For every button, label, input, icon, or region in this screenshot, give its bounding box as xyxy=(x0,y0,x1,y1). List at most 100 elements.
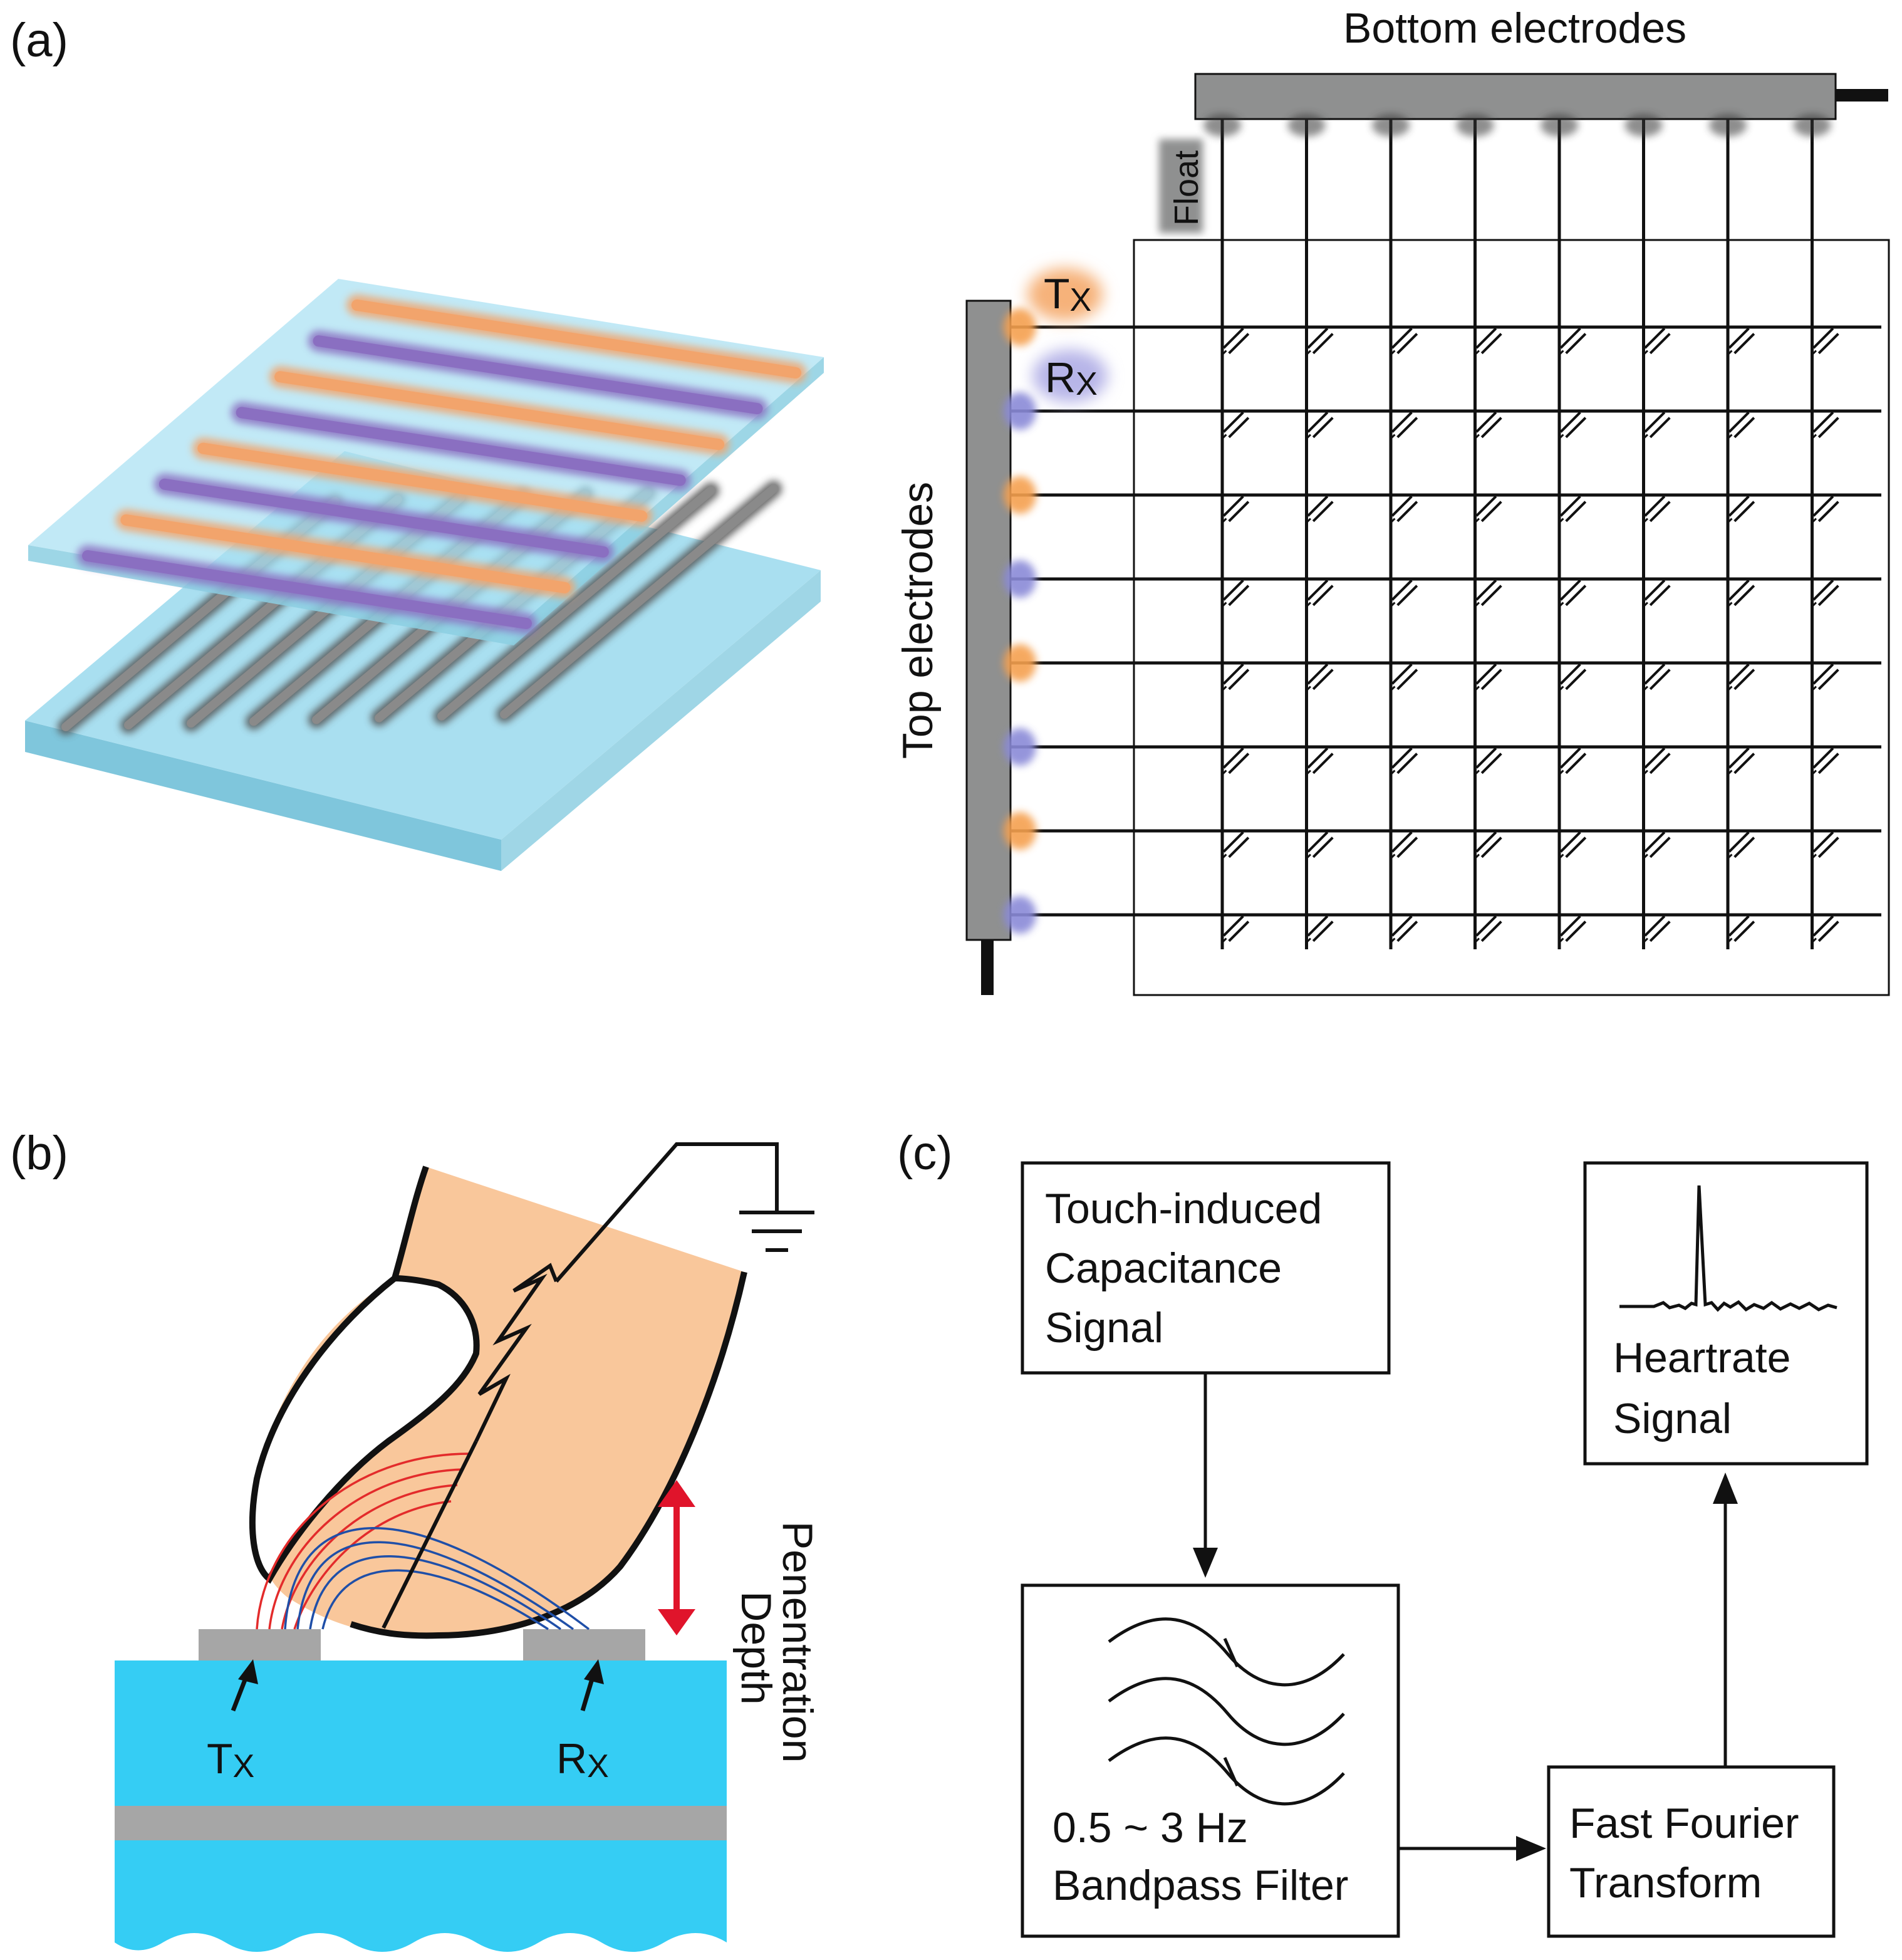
fingernail xyxy=(249,1275,480,1584)
svg-text:Float: Float xyxy=(1168,150,1205,226)
coupling-capacitor xyxy=(1727,327,1755,355)
coupling-capacitor xyxy=(1727,747,1755,775)
tx-label-b: TX xyxy=(207,1735,254,1785)
penetration-depth-arrow xyxy=(658,1480,695,1635)
coupling-capacitor xyxy=(1222,831,1250,859)
svg-text:RX: RX xyxy=(1045,354,1098,402)
coupling-capacitor xyxy=(1390,411,1418,439)
substrate xyxy=(115,1629,727,1952)
bottom-electrode-bus xyxy=(1194,73,1837,120)
panel-b-label: (b) xyxy=(10,1127,68,1180)
panel-c-label: (c) xyxy=(897,1127,953,1180)
coupling-capacitor xyxy=(1812,747,1839,775)
coupling-capacitor xyxy=(1475,663,1502,691)
tx-electrode-contact xyxy=(1004,644,1036,682)
coupling-capacitor xyxy=(1306,495,1334,523)
coupling-capacitor xyxy=(1727,495,1755,523)
svg-text:Fast Fourier: Fast Fourier xyxy=(1569,1800,1799,1847)
float-label: Float xyxy=(1159,139,1205,233)
coupling-capacitor xyxy=(1475,495,1502,523)
box-touch-signal: Touch-induced Capacitance Signal xyxy=(1021,1161,1391,1375)
tx-electrode-contact xyxy=(1004,476,1036,514)
coupling-capacitor xyxy=(1222,915,1250,943)
rx-electrode-contact xyxy=(1004,560,1036,598)
rx-legend: RX xyxy=(1032,350,1108,402)
coupling-capacitor xyxy=(1559,915,1587,943)
coupling-capacitor xyxy=(1475,747,1502,775)
bottom-electrode-contact xyxy=(1287,114,1326,137)
rx-pointer-arrow xyxy=(580,1659,604,1712)
body-resistor-to-ground xyxy=(382,1142,814,1629)
coupling-capacitor xyxy=(1306,747,1334,775)
box-bandpass-filter: 0.5 ~ 3 Hz Bandpass Filter xyxy=(1021,1583,1400,1938)
coupling-capacitor xyxy=(1727,663,1755,691)
tx-electrode xyxy=(199,1629,321,1660)
svg-text:Transform: Transform xyxy=(1569,1859,1762,1907)
svg-text:Signal: Signal xyxy=(1045,1304,1163,1352)
top-bus-terminal xyxy=(981,940,994,995)
coupling-capacitor xyxy=(1812,579,1839,607)
ground-electrode-layer xyxy=(115,1806,727,1840)
coupling-capacitor xyxy=(1390,915,1418,943)
coupling-capacitor xyxy=(1306,411,1334,439)
coupling-capacitor xyxy=(1306,831,1334,859)
coupling-capacitor xyxy=(1306,327,1334,355)
finger xyxy=(249,1165,747,1639)
bottom-electrode-contact xyxy=(1793,114,1831,137)
coupling-capacitor xyxy=(1222,663,1250,691)
coupling-capacitor xyxy=(1812,327,1839,355)
coupling-capacitor xyxy=(1643,663,1671,691)
grid-frame xyxy=(1133,239,1890,996)
top-electrodes-label: Top electrodes xyxy=(894,482,942,759)
coupling-capacitor xyxy=(1306,663,1334,691)
coupling-capacitor xyxy=(1643,327,1671,355)
coupling-capacitor xyxy=(1727,579,1755,607)
svg-text:Bandpass Filter: Bandpass Filter xyxy=(1052,1862,1348,1909)
tx-legend: TX xyxy=(1027,268,1103,321)
bottom-electrode-contact xyxy=(1541,114,1578,137)
svg-text:0.5 ~ 3 Hz: 0.5 ~ 3 Hz xyxy=(1052,1804,1248,1852)
coupling-capacitor xyxy=(1559,327,1587,355)
coupling-capacitor xyxy=(1643,579,1671,607)
coupling-capacitor xyxy=(1475,915,1502,943)
coupling-capacitor xyxy=(1390,579,1418,607)
coupling-capacitor xyxy=(1727,915,1755,943)
rx-electrode-contact xyxy=(1004,896,1036,934)
coupling-capacitor xyxy=(1475,411,1502,439)
box-heartrate: Heartrate Signal xyxy=(1583,1161,1869,1466)
svg-text:Capacitance: Capacitance xyxy=(1045,1244,1282,1292)
coupling-capacitor xyxy=(1390,663,1418,691)
tx-pointer-arrow xyxy=(231,1659,258,1712)
coupling-capacitor xyxy=(1222,579,1250,607)
svg-text:Heartrate: Heartrate xyxy=(1613,1334,1790,1382)
tx-electrode-contact xyxy=(1004,308,1036,346)
coupling-capacitor xyxy=(1306,579,1334,607)
penetration-depth-label: Penentration Depth xyxy=(732,1521,821,1775)
coupling-capacitor xyxy=(1559,579,1587,607)
coupling-capacitor xyxy=(1812,831,1839,859)
coupling-capacitor xyxy=(1222,747,1250,775)
coupling-capacitor xyxy=(1475,579,1502,607)
coupling-capacitor xyxy=(1222,411,1250,439)
coupling-capacitor xyxy=(1390,831,1418,859)
electrode-grid-schematic xyxy=(965,73,1890,996)
rx-electrode-contact xyxy=(1004,728,1036,766)
coupling-capacitor xyxy=(1812,915,1839,943)
coupling-capacitor xyxy=(1475,327,1502,355)
coupling-capacitor xyxy=(1643,915,1671,943)
coupling-capacitor xyxy=(1559,411,1587,439)
flow-arrows xyxy=(1193,1373,1738,1861)
coupling-capacitor xyxy=(1559,663,1587,691)
field-lines xyxy=(256,1452,590,1630)
coupling-capacitor xyxy=(1643,747,1671,775)
rx-label-b: RX xyxy=(556,1735,609,1785)
box-fft: Fast Fourier Transform xyxy=(1547,1765,1836,1938)
bottom-electrode-contact xyxy=(1203,114,1241,137)
bottom-bus-terminal xyxy=(1836,89,1888,102)
coupling-capacitor xyxy=(1812,663,1839,691)
coupling-capacitor xyxy=(1222,495,1250,523)
svg-text:Signal: Signal xyxy=(1613,1395,1732,1442)
panel-a-label: (a) xyxy=(10,14,68,67)
filter-icon xyxy=(1108,1617,1345,1806)
